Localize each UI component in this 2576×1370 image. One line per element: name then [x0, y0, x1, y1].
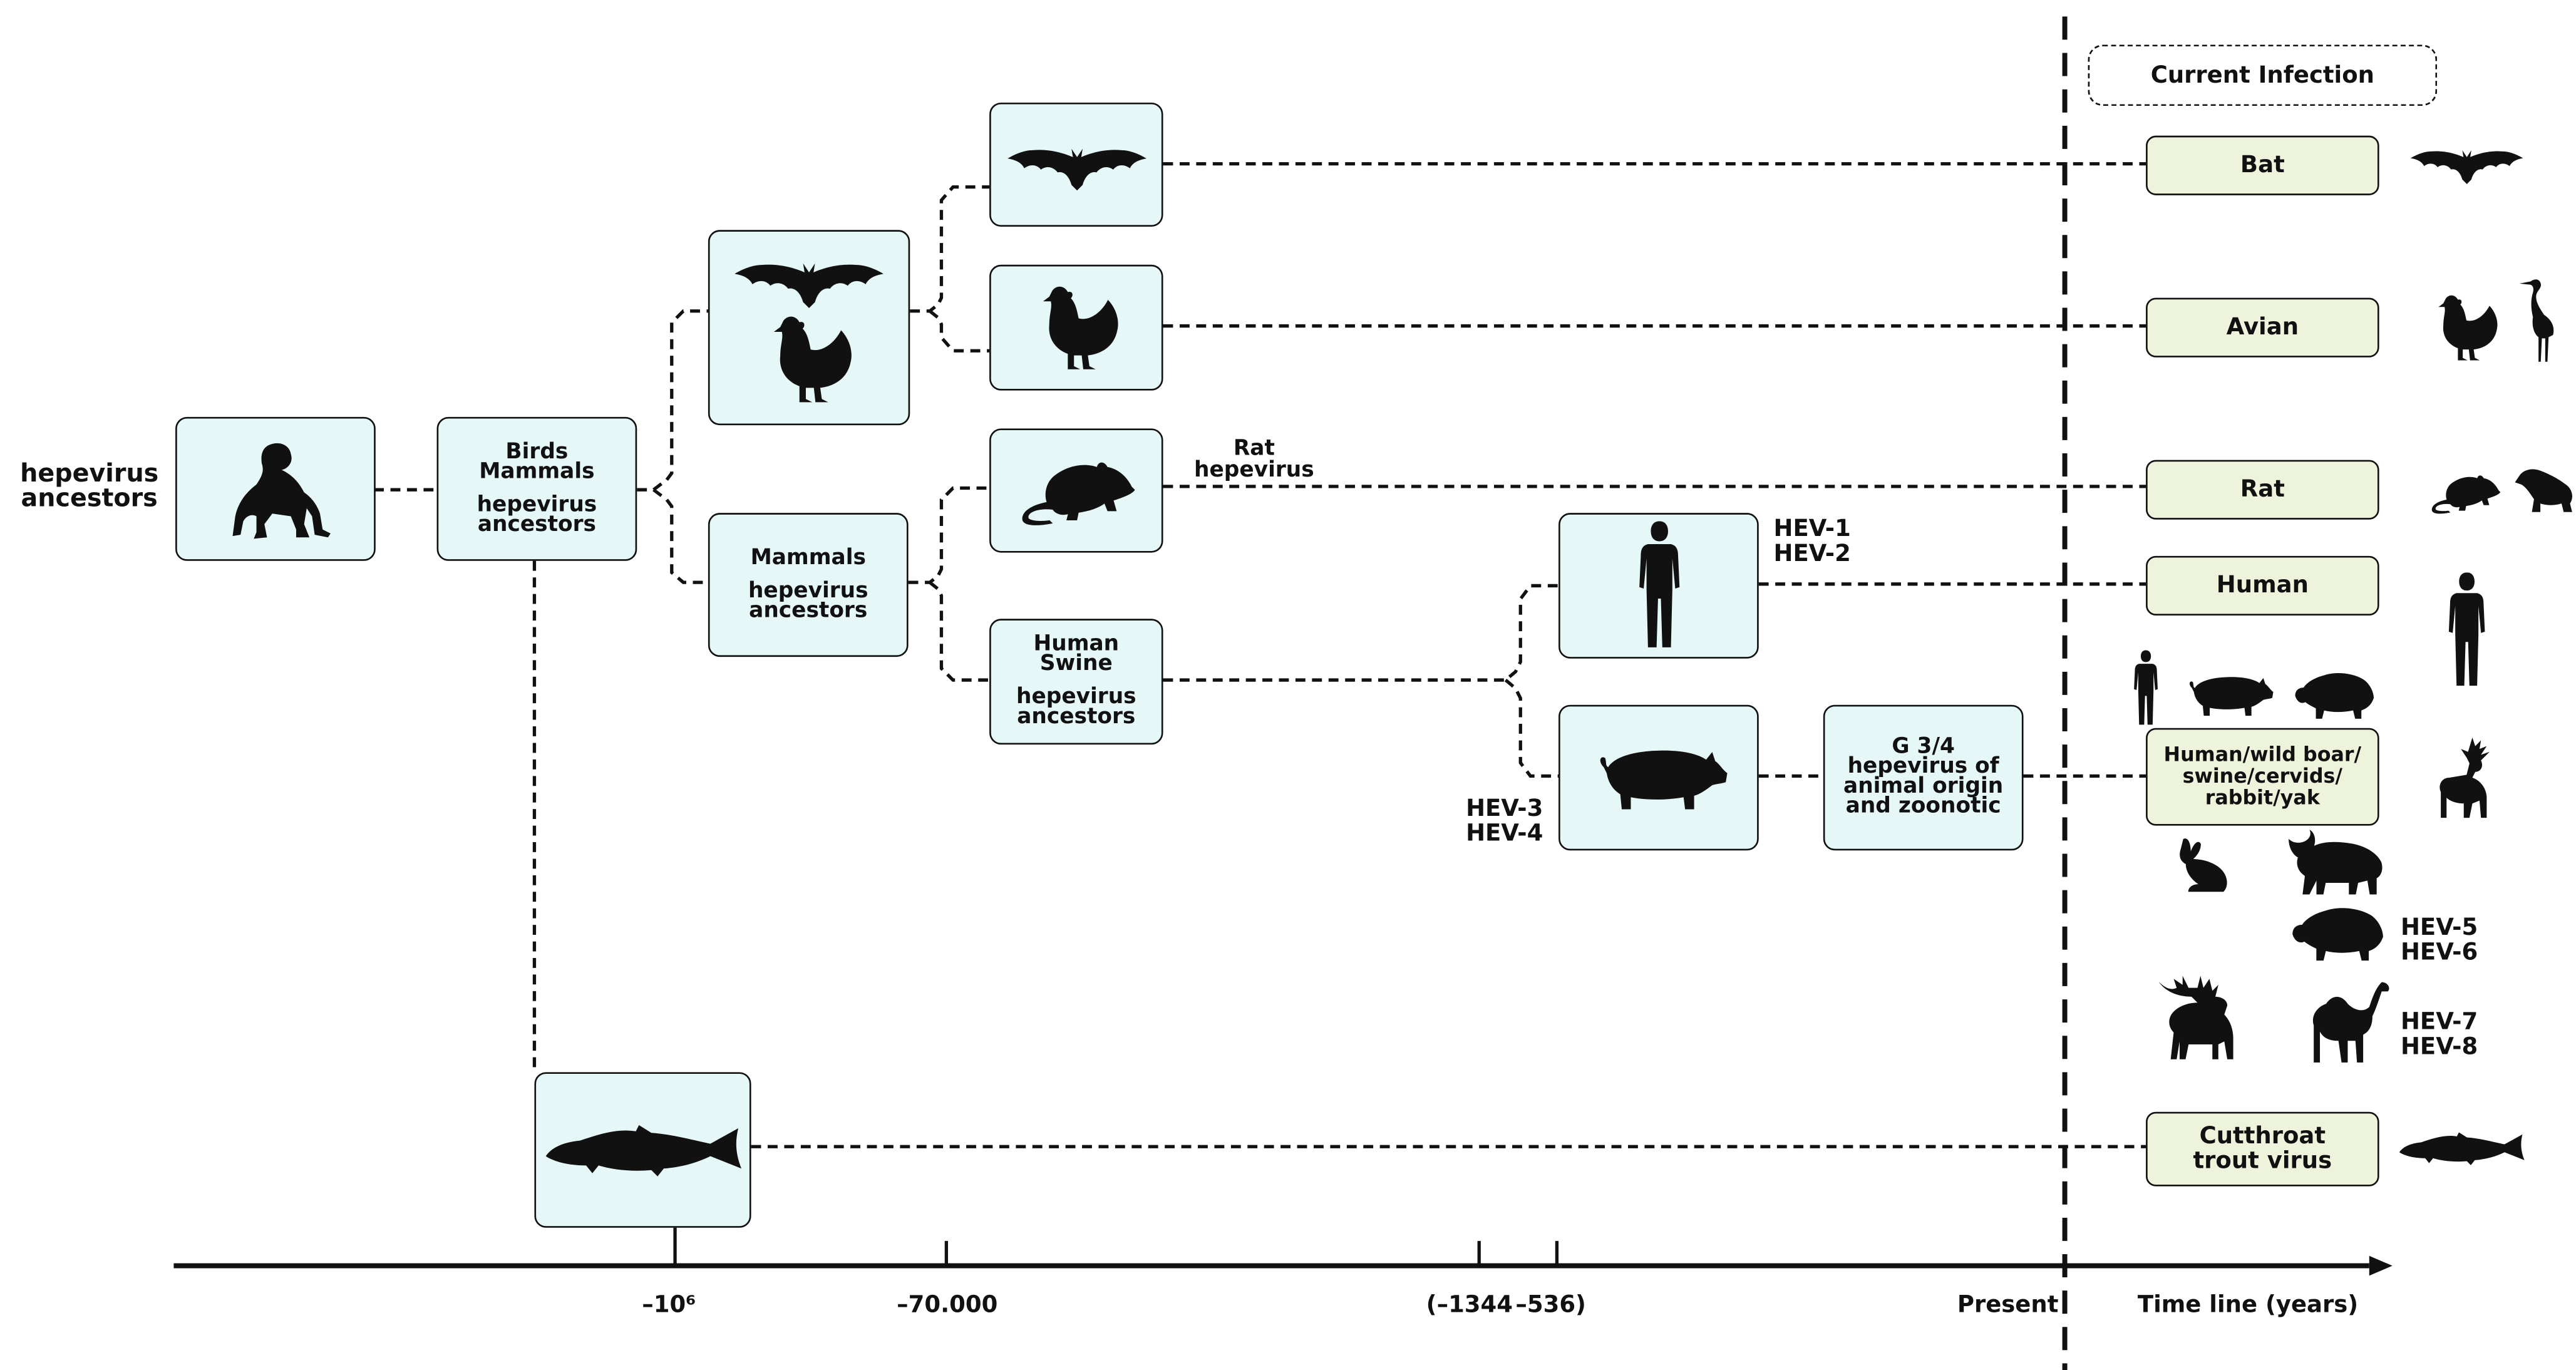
pig-icon: [2184, 670, 2274, 719]
rat-icon: [2426, 470, 2505, 516]
axis-label: Time line (years): [2137, 1292, 2359, 1319]
current-mixed-hosts: Human/wild boar/ swine/cervids/ rabbit/y…: [2146, 728, 2379, 826]
current-human: Human: [2146, 555, 2379, 616]
current-infection-header: Current Infection: [2088, 44, 2438, 106]
tick-label-1344: (–1344: [1426, 1292, 1513, 1319]
heron-icon: [2512, 275, 2568, 364]
bat-icon: [733, 252, 885, 311]
human-icon: [1637, 521, 1681, 650]
chicken-icon: [760, 311, 859, 407]
rat-icon: [1013, 453, 1139, 529]
g34-node: G 3/4 hepevirus of animal origin and zoo…: [1823, 704, 2024, 851]
rat-node: [989, 428, 1163, 553]
moose-icon: [2154, 973, 2247, 1063]
hev78-label: HEV-7 HEV-8: [2400, 1009, 2478, 1061]
chicken-icon: [2429, 291, 2501, 364]
tick-label-536: –536): [1515, 1292, 1586, 1319]
wild-boar-icon: [2293, 669, 2376, 722]
ape-node: [175, 416, 376, 561]
birds-mammals-node: Birds Mammals hepevirus ancestors: [436, 416, 637, 561]
axis-arrow-icon: [2369, 1255, 2393, 1276]
chicken-node: [989, 264, 1163, 391]
camel-icon: [2297, 973, 2399, 1066]
current-trout: Cutthroat trout virus: [2146, 1111, 2379, 1187]
rabbit-icon: [2171, 834, 2233, 897]
pig-node: [1558, 704, 1759, 851]
human-icon: [2131, 651, 2161, 727]
current-avian: Avian: [2146, 297, 2379, 358]
current-rat: Rat: [2146, 460, 2379, 520]
fish-icon: [2398, 1125, 2527, 1172]
yak-icon: [2283, 827, 2389, 897]
bat-icon: [1007, 136, 1146, 193]
hev12-label: HEV-1 HEV-2: [1773, 516, 1851, 568]
bat-icon: [2411, 141, 2523, 187]
deer-icon: [2424, 734, 2506, 820]
mammals-node: Mammals hepevirus ancestors: [708, 513, 909, 657]
ape-icon: [216, 433, 335, 545]
bat-chicken-node: [708, 230, 910, 426]
fish-node: [534, 1072, 751, 1228]
bat-node: [989, 102, 1163, 227]
human-swine-node: Human Swine hepevirus ancestors: [989, 619, 1163, 745]
root-label: hepevirus ancestors: [20, 458, 159, 513]
pig-icon: [1591, 739, 1727, 816]
current-bat: Bat: [2146, 135, 2379, 195]
human-node: [1558, 513, 1759, 659]
fish-icon: [542, 1118, 743, 1181]
hev34-label: HEV-3 HEV-4: [1466, 796, 1543, 847]
rat-hepevirus-label: Rat hepevirus: [1194, 436, 1314, 483]
chicken-icon: [1030, 281, 1123, 374]
tick-label-1e6: –10⁶: [642, 1292, 696, 1319]
present-label: Present: [1957, 1292, 2059, 1319]
tick-label-70000: –70.000: [897, 1292, 998, 1319]
ferret-icon: [2512, 463, 2576, 517]
human-icon: [2447, 572, 2486, 688]
hev56-label: HEV-5 HEV-6: [2400, 915, 2478, 967]
wild-boar-icon: [2290, 904, 2386, 963]
